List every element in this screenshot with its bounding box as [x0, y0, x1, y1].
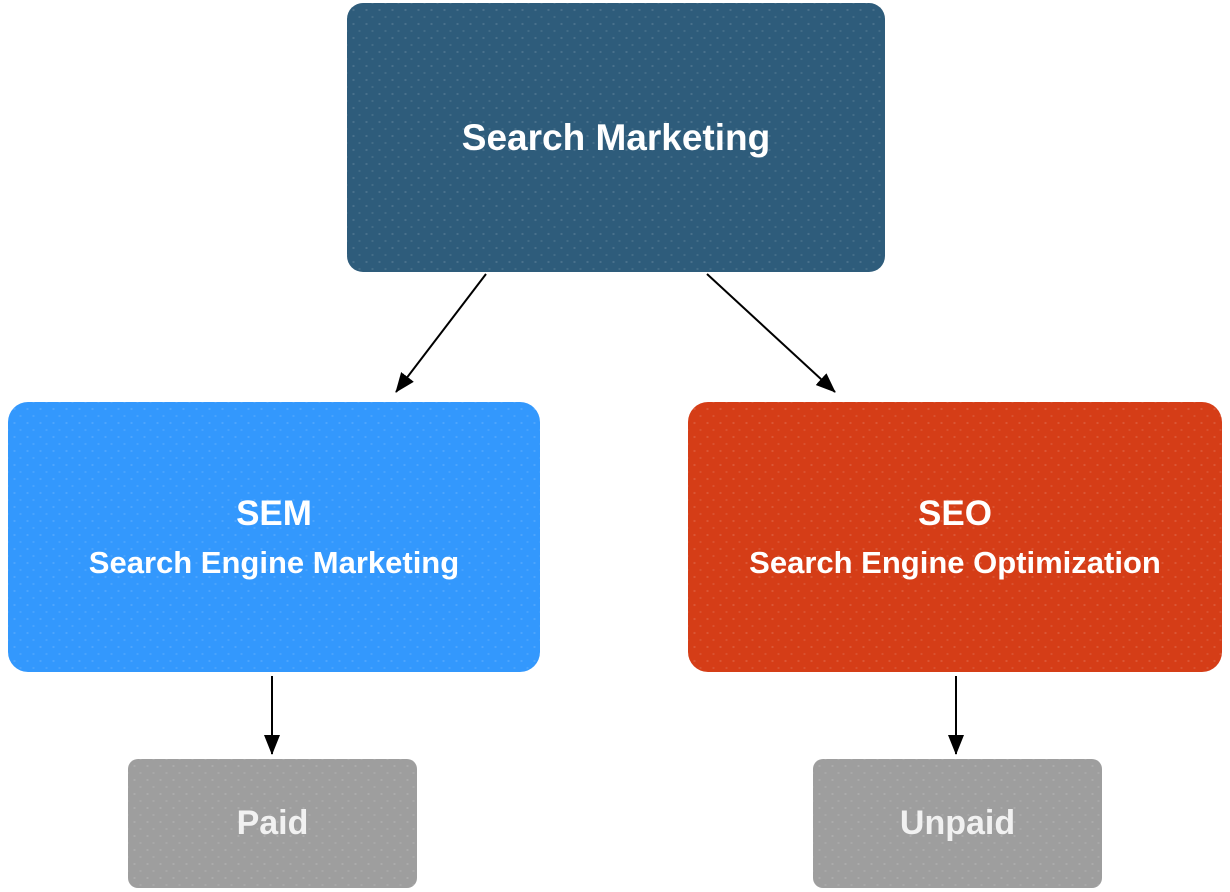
node-search-marketing-label: Search Marketing	[461, 116, 771, 158]
node-seo-full-label: Search Engine Optimization	[749, 545, 1161, 580]
node-sem-abbr: SEM	[236, 494, 312, 533]
node-seo: SEO Search Engine Optimization	[688, 402, 1222, 672]
node-unpaid: Unpaid	[813, 759, 1102, 888]
node-sem: SEM Search Engine Marketing	[8, 402, 540, 672]
edge-root-seo	[706, 273, 836, 393]
node-sem-full-label: Search Engine Marketing	[88, 545, 460, 580]
node-search-marketing: Search Marketing	[347, 3, 885, 272]
node-paid: Paid	[128, 759, 417, 888]
edge-root-sem	[395, 273, 487, 393]
node-unpaid-label: Unpaid	[899, 804, 1016, 842]
node-paid-label: Paid	[236, 804, 309, 842]
node-seo-abbr: SEO	[918, 494, 992, 533]
